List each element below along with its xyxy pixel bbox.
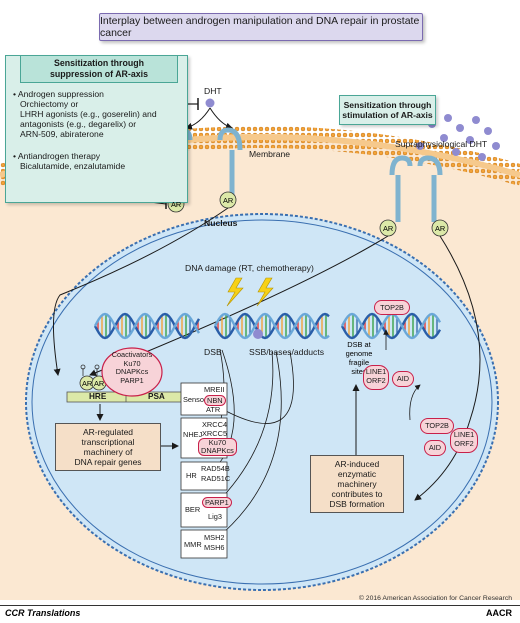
ssb-label: SSB/bases/adducts <box>249 347 325 357</box>
dna-strand <box>213 312 330 340</box>
dna-helix <box>93 312 442 340</box>
footer-left: CCR Translations <box>5 608 81 618</box>
ar-label: AR <box>383 224 394 233</box>
ar-label: AR <box>223 196 234 205</box>
right-receptor <box>379 155 449 237</box>
suppression-heading-line1: Sensitization through <box>54 58 144 68</box>
coactivator-complex <box>101 347 163 397</box>
ar-induced-box: AR-induced enzymatic machinery contribut… <box>310 455 404 513</box>
dna-strand <box>213 312 330 340</box>
repair-gene: ATR <box>206 405 221 414</box>
suppression-line: Bicalutamide, enzalutamide <box>20 161 126 171</box>
ar-regulated-box: AR-regulated transcriptional machinery o… <box>55 423 161 471</box>
copyright: © 2016 American Association for Cancer R… <box>358 595 512 602</box>
lightning-bolt-right <box>256 277 274 307</box>
repair-gene: PARP1 <box>202 497 232 508</box>
repair-gene: XRCC4 <box>202 420 228 429</box>
repair-group-name: NHEJ <box>183 430 203 439</box>
dht-label: DHT <box>204 86 222 96</box>
page-title: Interplay between androgen manipulation … <box>99 13 423 41</box>
repair-group-name: MMR <box>184 540 202 549</box>
repair-group-name: HR <box>186 471 197 480</box>
suppression-heading: Sensitization through suppression of AR-… <box>20 55 178 83</box>
supraphysiological-label: Supraphysiological DHT <box>395 139 488 149</box>
footer-bar <box>0 605 520 623</box>
enzyme-pill: TOP2B <box>420 418 454 434</box>
repair-gene: Lig3 <box>208 512 222 521</box>
enzyme-pill: LINE1 ORF2 <box>363 365 389 390</box>
suppression-box: Sensitization through suppression of AR-… <box>5 55 188 203</box>
suppression-line: • Antiandrogen therapy <box>13 151 101 161</box>
enzyme-pill: TOP2B <box>374 300 410 315</box>
dna-strand <box>93 312 201 340</box>
ar-label: AR <box>82 379 93 388</box>
repair-gene-pill: Ku70 DNAPKcs <box>198 438 237 456</box>
hre-label: HRE <box>89 392 107 401</box>
supraphysiological-dht-dots <box>416 114 500 161</box>
enzyme-pill: LINE1 ORF2 <box>450 428 478 453</box>
membrane-label: Membrane <box>249 149 291 159</box>
repair-gene: MSH2 <box>204 533 225 542</box>
stimulation-box: Sensitization through stimulation of AR-… <box>339 95 436 125</box>
repair-gene: RAD54B <box>201 464 230 473</box>
suppression-line: antagonists (e.g., degarelix) or <box>20 119 137 129</box>
dna-strand <box>340 312 442 340</box>
suppression-line: LHRH agonists (e.g., goserelin) and <box>20 109 157 119</box>
ar-label: AR <box>435 224 446 233</box>
repair-gene: NBN <box>204 395 226 406</box>
repair-group-name: Sensor <box>183 395 207 404</box>
enzyme-pill: AID <box>424 440 446 456</box>
coactivators-text: Coactivators Ku70 DNAPKcs PARP1 <box>111 350 153 385</box>
repair-gene: MSH6 <box>204 543 225 552</box>
nucleus-label: Nucleus <box>204 218 238 228</box>
suppression-heading-line2: suppression of AR-axis <box>50 69 148 79</box>
repair-group-name: BER <box>185 505 201 514</box>
ar-label: AR <box>94 379 105 388</box>
dna-adduct <box>253 329 263 339</box>
ar-label: AR <box>171 200 182 209</box>
dna-damage-label: DNA damage (RT, chemotherapy) <box>185 263 314 273</box>
repair-gene: RAD51C <box>201 474 231 483</box>
enzyme-pill: AID <box>392 371 414 387</box>
lightning-bolt-left <box>226 277 244 307</box>
dht-ligand <box>205 98 215 108</box>
suppression-line: • Androgen suppression <box>13 89 104 99</box>
repair-gene: MREII <box>204 385 225 394</box>
suppression-line: Orchiectomy or <box>20 99 79 109</box>
footer-right: AACR <box>486 608 512 618</box>
dna-strand <box>93 312 201 340</box>
dsb-label: DSB <box>204 347 222 357</box>
suppression-line: ARN-509, abiraterone <box>20 129 104 139</box>
stimulation-line2: stimulation of AR-axis <box>342 110 433 120</box>
repair-gene: XRCC5 <box>202 429 228 438</box>
fragile-sites-label: DSB at genome fragile sites <box>345 340 373 376</box>
stimulation-line1: Sensitization through <box>343 99 432 110</box>
psa-label: PSA <box>148 392 165 401</box>
